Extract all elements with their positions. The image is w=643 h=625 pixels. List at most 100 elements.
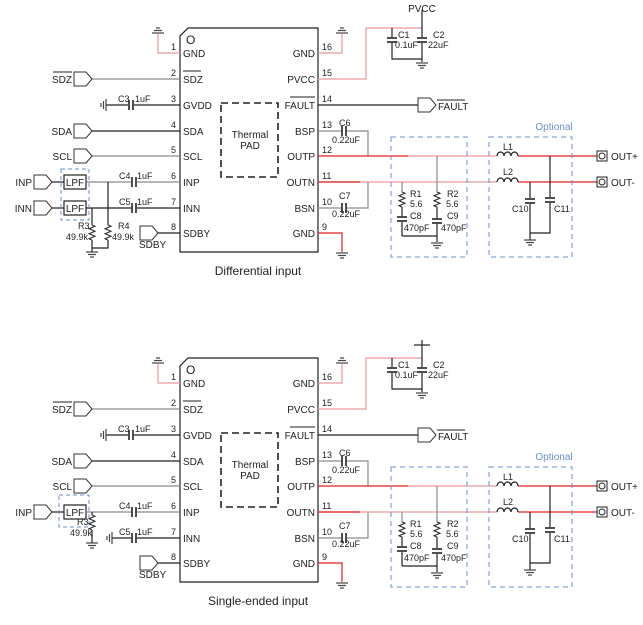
pin-number: 16 — [322, 42, 332, 52]
lpf-label: LPF — [66, 178, 84, 189]
l1-ref: L1 — [503, 142, 513, 152]
sda-connector — [73, 123, 93, 139]
lpf-label: LPF — [66, 508, 84, 519]
wire-gap — [128, 103, 134, 107]
r2-ref: R2 — [447, 519, 459, 529]
wire-gap — [528, 198, 532, 204]
scl-net-label: SCL — [53, 482, 73, 493]
r1-resistor-symbol — [397, 191, 407, 208]
l2-ref: L2 — [503, 497, 513, 507]
pin-number: 8 — [171, 222, 176, 232]
pvcc-wire — [318, 27, 422, 80]
pin-name: BSN — [294, 204, 315, 215]
pin-name: GND — [293, 49, 315, 60]
gnd-wire — [318, 562, 343, 582]
sda-net-label: SDA — [51, 127, 72, 138]
c3-ref: C3 — [118, 424, 130, 434]
inp-net-label: INP — [15, 178, 32, 189]
pin-name: INN — [183, 204, 200, 215]
fault-net-label: FAULT — [438, 102, 468, 113]
sdby-net-label: SDBY — [139, 240, 167, 251]
c9-ref: C9 — [447, 211, 459, 221]
c3-value: 1uF — [135, 94, 151, 104]
pin-name: BSP — [295, 457, 315, 468]
pin-number: 9 — [322, 222, 327, 232]
r1-resistor-symbol — [397, 521, 407, 538]
wire-gap — [548, 197, 552, 203]
pin-number: 14 — [322, 424, 332, 434]
optional-label: Optional — [535, 452, 572, 463]
r2-resistor-symbol — [432, 521, 442, 538]
c10-ref: C10 — [512, 204, 529, 214]
pin-number: 6 — [171, 501, 176, 511]
pin-number: 5 — [171, 145, 176, 155]
out-minus-terminal — [596, 176, 608, 188]
pin-name: GND — [293, 559, 315, 570]
pin-name: SDBY — [183, 559, 211, 570]
out-plus-terminal-ring — [598, 482, 606, 490]
c4-ref: C4 — [119, 171, 131, 181]
c8-value: 470pF — [404, 553, 430, 563]
pin-name: GND — [293, 229, 315, 240]
c3-ref: C3 — [118, 94, 130, 104]
c4-value: 1uF — [137, 171, 153, 181]
out-plus-terminal — [596, 150, 608, 162]
thermal-pad — [220, 432, 279, 508]
pin-number: 3 — [171, 94, 176, 104]
pin-name: GND — [293, 379, 315, 390]
c3-value: 1uF — [135, 424, 151, 434]
out-minus-label: OUT- — [611, 508, 635, 519]
pin-number: 5 — [171, 475, 176, 485]
pin1-marker: O — [186, 33, 195, 47]
c5-value: 1uF — [137, 527, 153, 537]
pin-number: 3 — [171, 424, 176, 434]
pin-number: 2 — [171, 68, 176, 78]
pin-number: 6 — [171, 171, 176, 181]
c5-ref: C5 — [119, 197, 131, 207]
inn-net-label: INN — [15, 204, 32, 215]
differential-input-schematic: OThermalPADGND1SDZ2GVDD3SDA4SCL5INP6INN7… — [15, 4, 638, 278]
optional-dashed-box — [488, 136, 573, 258]
pin-number: 1 — [171, 372, 176, 382]
l2-inductor — [496, 177, 519, 183]
c9-value: 470pF — [441, 553, 467, 563]
wire-gap — [420, 367, 424, 373]
r2-resistor-symbol — [432, 191, 442, 208]
c7-value: 0.22uF — [332, 539, 361, 549]
pin-name: GND — [183, 379, 205, 390]
pin-number: 12 — [322, 145, 332, 155]
pin-name: SDA — [183, 127, 204, 138]
wire-gap — [341, 536, 347, 540]
wire-gap — [497, 154, 518, 158]
wire-gap — [390, 367, 394, 373]
r4-wire — [92, 240, 109, 249]
sdby-connector — [139, 555, 159, 571]
pin-name: BSP — [295, 127, 315, 138]
inp-connector — [33, 504, 53, 520]
pin-name: OUTN — [287, 508, 315, 519]
c2-value: 22uF — [428, 40, 449, 50]
bsn-wire — [318, 182, 369, 209]
inp-connector — [33, 174, 53, 190]
l1-inductor — [496, 481, 519, 487]
c6-value: 0.22uF — [332, 465, 361, 475]
pin-name: GVDD — [183, 431, 212, 442]
pin-name: SCL — [183, 152, 203, 163]
pin-name: SDA — [183, 457, 204, 468]
pin-number: 4 — [171, 120, 176, 130]
wire-gap — [390, 37, 394, 43]
sda-connector — [73, 453, 93, 469]
pin-name: INP — [183, 178, 200, 189]
pin-name: FAULT — [285, 431, 315, 442]
c2-value: 22uF — [428, 370, 449, 380]
thermal-pad-label: PAD — [240, 471, 260, 482]
thermal-pad-label: Thermal — [232, 460, 269, 471]
pin-number: 15 — [322, 68, 332, 78]
thermal-pad-label: PAD — [240, 141, 260, 152]
wire-gap — [400, 546, 404, 552]
wire-gap — [528, 528, 532, 534]
snubber-dashed-box — [390, 136, 468, 258]
wire-gap — [131, 180, 137, 184]
r3-value: 49.9k — [66, 232, 89, 242]
wire-gap — [420, 37, 424, 43]
